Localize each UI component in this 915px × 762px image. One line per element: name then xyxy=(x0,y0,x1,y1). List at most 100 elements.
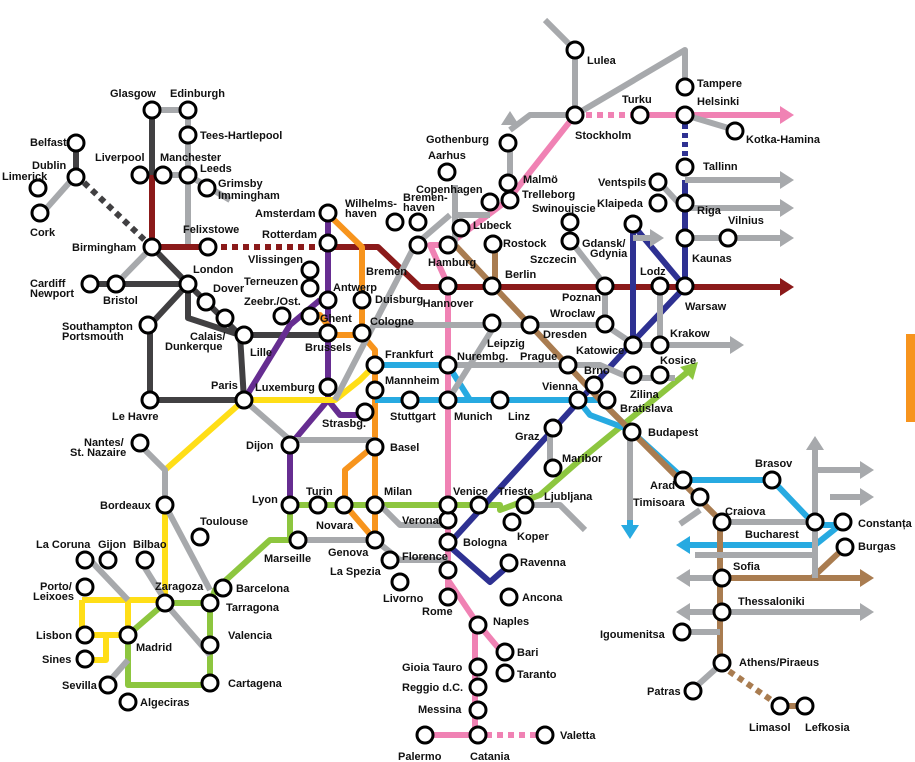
station-marker[interactable] xyxy=(451,218,471,238)
station-marker[interactable] xyxy=(142,100,162,120)
station-marker[interactable] xyxy=(365,380,385,400)
station-marker[interactable] xyxy=(98,550,118,570)
station-marker[interactable] xyxy=(365,355,385,375)
station-marker[interactable] xyxy=(595,276,615,296)
station-marker[interactable] xyxy=(196,292,216,312)
station-marker[interactable] xyxy=(300,306,320,326)
station-marker[interactable] xyxy=(468,677,488,697)
station-marker[interactable] xyxy=(623,214,643,234)
station-marker[interactable] xyxy=(75,625,95,645)
station-marker[interactable] xyxy=(568,390,588,410)
station-marker[interactable] xyxy=(690,487,710,507)
station-marker[interactable] xyxy=(155,495,175,515)
station-marker[interactable] xyxy=(234,390,254,410)
station-marker[interactable] xyxy=(352,323,372,343)
station-marker[interactable] xyxy=(622,422,642,442)
station-marker[interactable] xyxy=(318,233,338,253)
station-marker[interactable] xyxy=(712,653,732,673)
station-marker[interactable] xyxy=(560,212,580,232)
station-marker[interactable] xyxy=(380,550,400,570)
station-marker[interactable] xyxy=(502,512,522,532)
station-marker[interactable] xyxy=(468,725,488,745)
station-marker[interactable] xyxy=(197,178,217,198)
station-marker[interactable] xyxy=(200,673,220,693)
station-marker[interactable] xyxy=(675,77,695,97)
station-marker[interactable] xyxy=(438,560,458,580)
station-marker[interactable] xyxy=(648,193,668,213)
station-marker[interactable] xyxy=(300,278,320,298)
station-marker[interactable] xyxy=(499,587,519,607)
station-marker[interactable] xyxy=(318,203,338,223)
station-marker[interactable] xyxy=(498,173,518,193)
station-marker[interactable] xyxy=(66,167,86,187)
station-marker[interactable] xyxy=(560,231,580,251)
station-marker[interactable] xyxy=(272,306,292,326)
station-marker[interactable] xyxy=(565,40,585,60)
station-marker[interactable] xyxy=(482,313,502,333)
station-marker[interactable] xyxy=(75,577,95,597)
station-marker[interactable] xyxy=(408,212,428,232)
station-marker[interactable] xyxy=(288,530,308,550)
station-marker[interactable] xyxy=(234,325,254,345)
station-marker[interactable] xyxy=(673,470,693,490)
side-tab[interactable] xyxy=(906,334,915,422)
station-marker[interactable] xyxy=(280,435,300,455)
station-marker[interactable] xyxy=(718,228,738,248)
station-marker[interactable] xyxy=(683,681,703,701)
station-marker[interactable] xyxy=(597,390,617,410)
station-marker[interactable] xyxy=(390,572,410,592)
station-marker[interactable] xyxy=(365,530,385,550)
station-marker[interactable] xyxy=(352,290,372,310)
station-marker[interactable] xyxy=(480,192,500,212)
station-marker[interactable] xyxy=(438,587,458,607)
station-marker[interactable] xyxy=(535,725,555,745)
station-marker[interactable] xyxy=(675,228,695,248)
station-marker[interactable] xyxy=(482,276,502,296)
station-marker[interactable] xyxy=(98,675,118,695)
station-marker[interactable] xyxy=(515,495,535,515)
station-marker[interactable] xyxy=(672,622,692,642)
station-marker[interactable] xyxy=(558,355,578,375)
station-marker[interactable] xyxy=(400,390,420,410)
station-marker[interactable] xyxy=(770,696,790,716)
station-marker[interactable] xyxy=(725,121,745,141)
station-marker[interactable] xyxy=(318,323,338,343)
station-marker[interactable] xyxy=(213,578,233,598)
station-marker[interactable] xyxy=(318,290,338,310)
station-marker[interactable] xyxy=(200,593,220,613)
station-marker[interactable] xyxy=(833,512,853,532)
station-marker[interactable] xyxy=(438,390,458,410)
station-marker[interactable] xyxy=(438,355,458,375)
station-marker[interactable] xyxy=(675,276,695,296)
station-marker[interactable] xyxy=(178,274,198,294)
station-marker[interactable] xyxy=(468,657,488,677)
station-marker[interactable] xyxy=(130,165,150,185)
station-marker[interactable] xyxy=(318,377,338,397)
station-marker[interactable] xyxy=(365,437,385,457)
station-marker[interactable] xyxy=(623,365,643,385)
station-marker[interactable] xyxy=(135,550,155,570)
station-marker[interactable] xyxy=(712,512,732,532)
station-marker[interactable] xyxy=(543,418,563,438)
station-marker[interactable] xyxy=(178,165,198,185)
station-marker[interactable] xyxy=(198,237,218,257)
station-marker[interactable] xyxy=(468,700,488,720)
station-marker[interactable] xyxy=(712,568,732,588)
station-marker[interactable] xyxy=(468,615,488,635)
station-marker[interactable] xyxy=(200,635,220,655)
station-marker[interactable] xyxy=(595,314,615,334)
station-marker[interactable] xyxy=(178,125,198,145)
station-marker[interactable] xyxy=(438,532,458,552)
station-marker[interactable] xyxy=(80,274,100,294)
station-marker[interactable] xyxy=(415,725,435,745)
station-marker[interactable] xyxy=(498,133,518,153)
station-marker[interactable] xyxy=(520,315,540,335)
station-marker[interactable] xyxy=(565,105,585,125)
station-marker[interactable] xyxy=(623,335,643,355)
station-marker[interactable] xyxy=(483,234,503,254)
station-marker[interactable] xyxy=(675,105,695,125)
station-marker[interactable] xyxy=(650,276,670,296)
station-marker[interactable] xyxy=(130,433,150,453)
station-marker[interactable] xyxy=(138,315,158,335)
station-marker[interactable] xyxy=(835,537,855,557)
